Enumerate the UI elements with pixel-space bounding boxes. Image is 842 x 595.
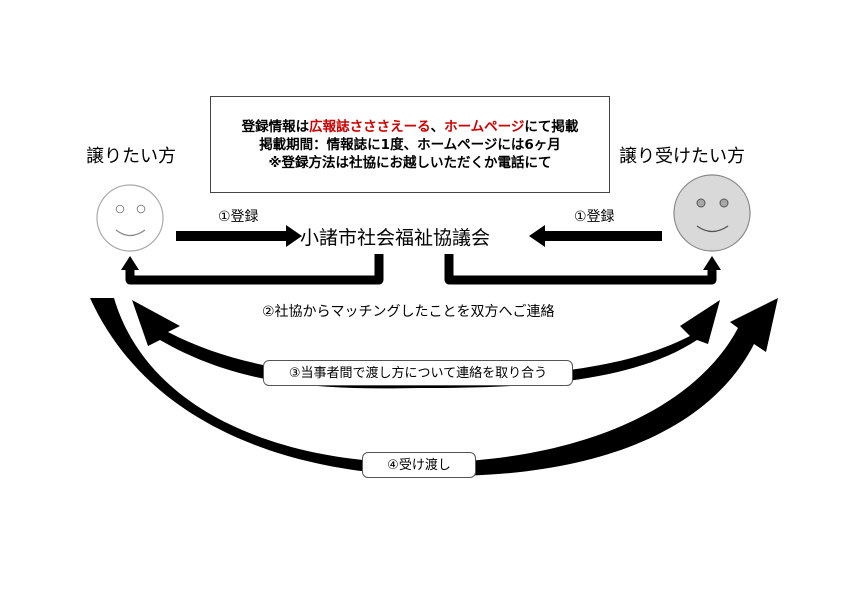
step1-giver-label: ①登録 xyxy=(218,209,259,225)
step2-label: ②社協からマッチングしたことを双方へご連絡 xyxy=(262,304,555,320)
council-to-giver-arrow xyxy=(125,254,384,285)
info-line-1-homepage: ホームページ xyxy=(444,119,525,135)
info-line-1-prefix: 登録情報は xyxy=(241,119,310,135)
giver-face-icon xyxy=(96,184,164,252)
council-to-giver-arrowhead xyxy=(121,256,139,270)
info-line-1-separator: 、 xyxy=(430,119,445,135)
info-line-3: ※登録方法は社協にお越しいただくか電話にて xyxy=(268,155,552,171)
council-to-receiver-arrow xyxy=(444,254,717,285)
giver-label: 譲りたい方 xyxy=(86,146,176,167)
step3-label: ③当事者間で渡し方について連絡を取り合う xyxy=(263,360,573,386)
receiver-face-icon xyxy=(673,174,751,252)
info-line-2: 掲載期間：情報誌に1度、ホームページには6ヶ月 xyxy=(259,137,561,153)
giver-register-arrow xyxy=(176,225,302,247)
receiver-label: 譲り受けたい方 xyxy=(619,146,745,167)
info-line-1: 登録情報は広報誌さささえーる、ホームページにて掲載 xyxy=(211,118,609,136)
receiver-register-arrow xyxy=(529,225,662,247)
council-name: 小諸市社会福祉協議会 xyxy=(300,227,491,249)
registration-info-box: 登録情報は広報誌さささえーる、ホームページにて掲載 掲載期間：情報誌に1度、ホー… xyxy=(210,96,610,193)
info-line-1-magazine: 広報誌さささえーる xyxy=(309,119,431,135)
council-to-receiver-arrowhead xyxy=(703,256,721,270)
step1-receiver-label: ①登録 xyxy=(574,209,615,225)
step4-label: ④受け渡し xyxy=(362,452,476,478)
info-line-1-suffix: にて掲載 xyxy=(524,119,579,135)
